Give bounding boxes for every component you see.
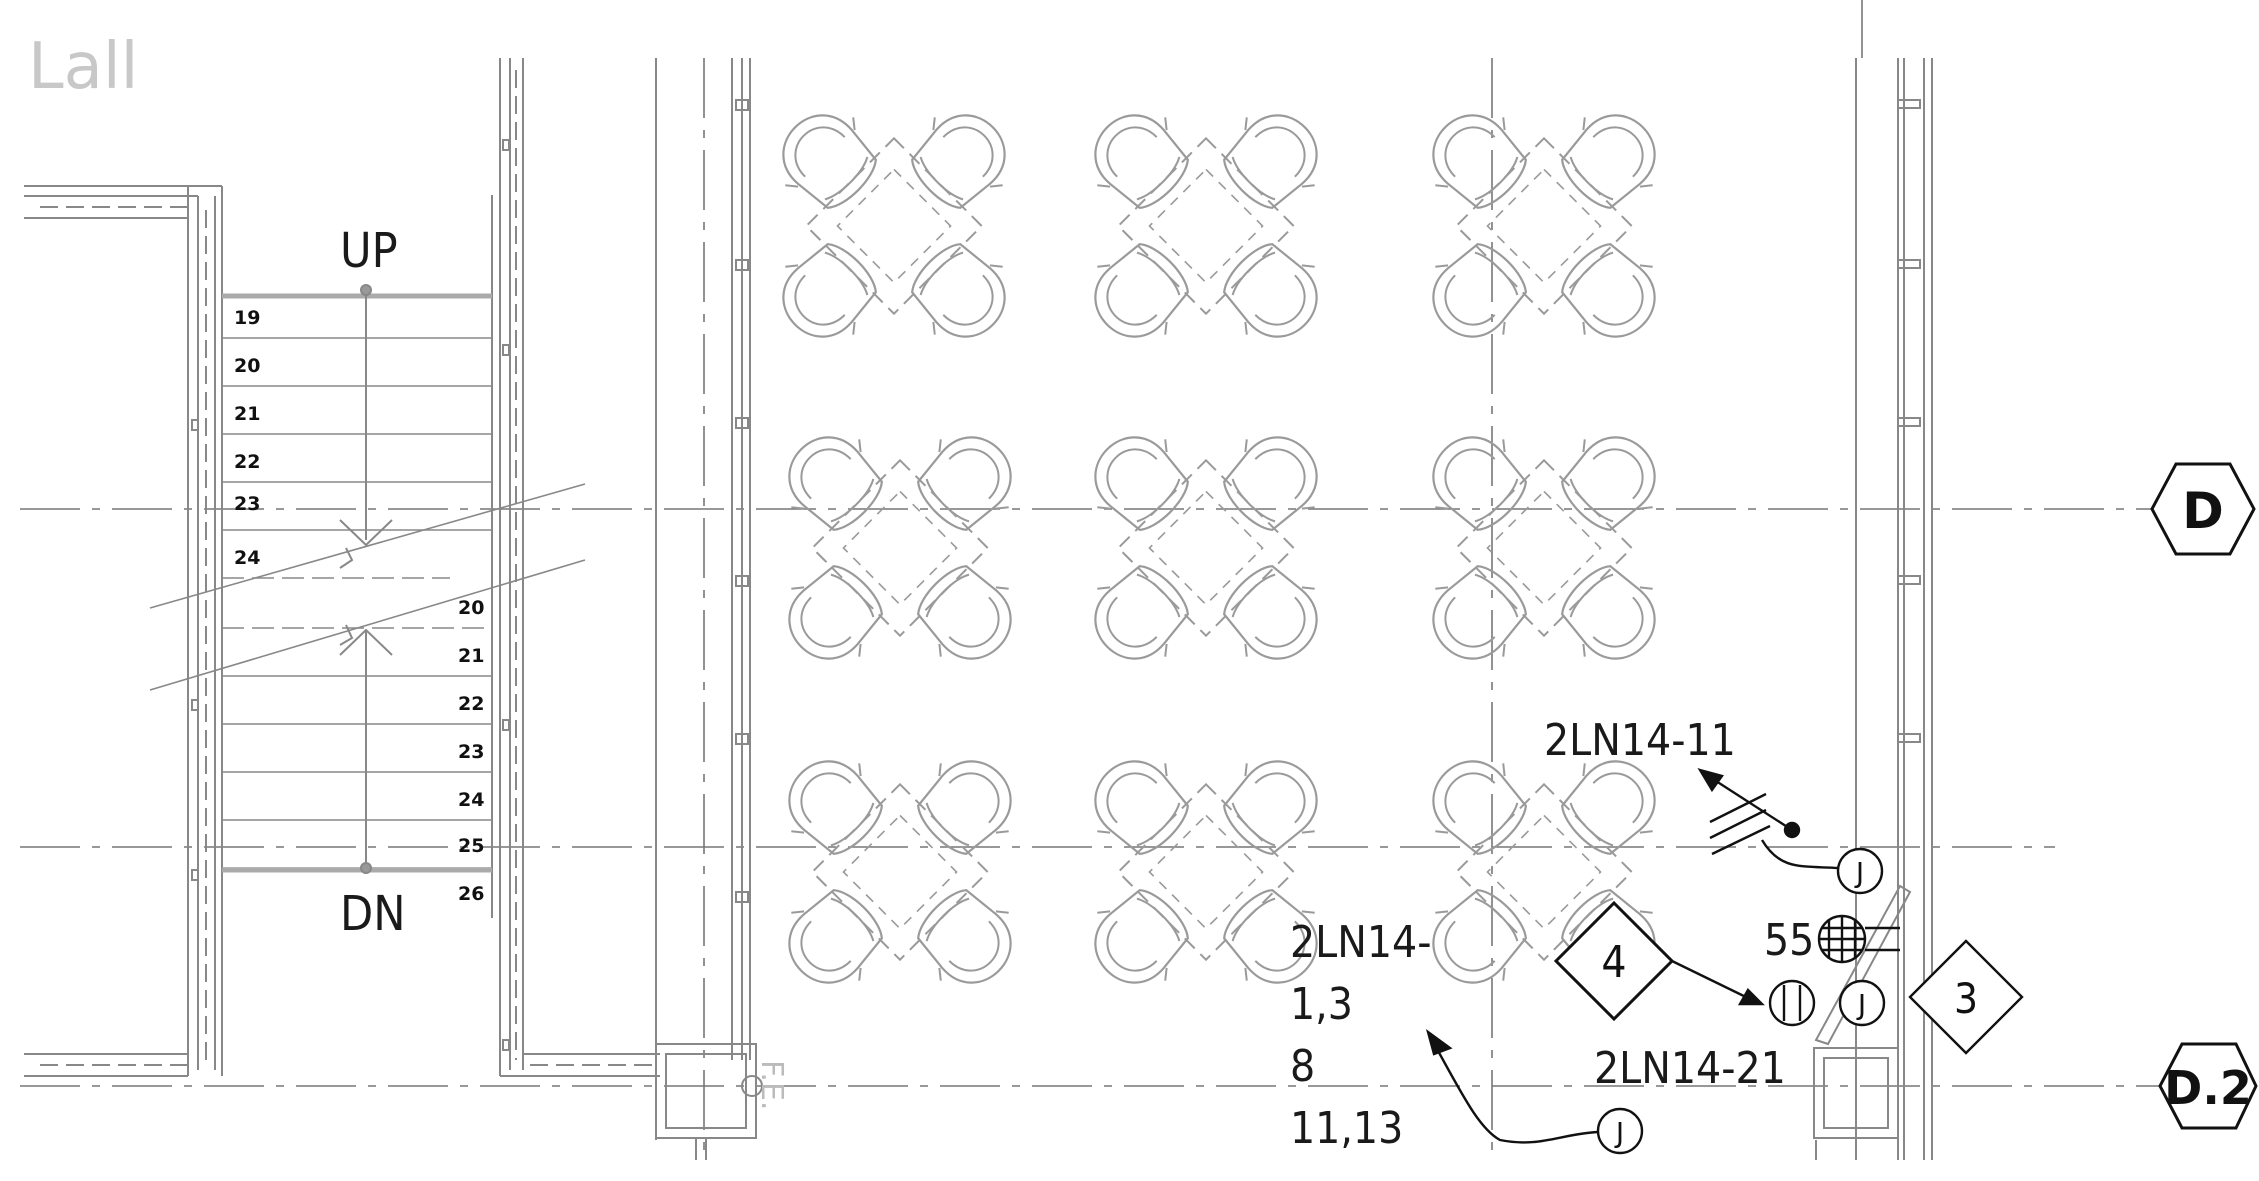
equipment-tag-4-label: 4 [1601,937,1626,988]
tread-number: 19 [234,307,260,329]
tread-number: 24 [234,547,260,569]
table-set [767,739,1032,1004]
tread-number: 21 [458,645,484,667]
junction-box-upper: J [1836,847,1884,895]
stair-up-arrow [339,284,393,569]
circuit-label-upper: 2LN14-11 [1544,715,1736,766]
tread-number: 21 [234,403,260,425]
stair-up-label: UP [340,223,398,279]
stair-lower-numbers: 20 21 22 23 24 25 26 [458,597,484,905]
grid-bubble-d-label: D [2182,482,2224,540]
junction-box-right-label: J [1856,988,1866,1021]
fire-extinguisher-label: F.E. [754,1060,789,1110]
stair-walls [24,58,660,1077]
stair-down-arrow [339,624,393,874]
equipment-tag-4: 4 [1553,900,1675,1022]
grid-bubble-d2: D.2 [2158,1042,2258,1130]
floor-box-icon [1817,914,1900,964]
table-set [767,415,1032,680]
tread-number: 26 [458,883,484,905]
stair-treads [149,293,586,873]
grid-line-vertical [703,0,1863,1160]
table-set [1073,93,1338,358]
furniture-layout [761,93,1676,1004]
receptacle-icon [1768,979,1816,1027]
circuit-label-multi-line2: 1,3 [1290,979,1353,1030]
home-run-arrow-lower [1425,1029,1599,1144]
stair-upper-numbers: 19 20 21 22 23 24 [234,307,260,569]
tread-number: 22 [458,693,484,715]
junction-box-upper-label: J [1854,856,1864,889]
corridor-wall-left [655,58,763,1160]
stair-down-label: DN [340,886,406,942]
circuit-label-multi-line4: 11,13 [1290,1103,1403,1154]
tread-number: 20 [234,355,260,377]
tread-number: 23 [234,493,260,515]
circuit-label-lower-right: 2LN14-21 [1594,1043,1786,1094]
room-label: Lall [28,30,138,104]
circuit-label-multi-line1: 2LN14- [1290,917,1431,968]
junction-box-lower-label: J [1614,1116,1624,1149]
equipment-tag-3: 3 [1908,939,2024,1055]
tag-4-leader [1671,959,1765,1006]
tread-number: 24 [458,789,484,811]
tread-number: 22 [234,451,260,473]
table-set [761,93,1026,358]
junction-box-lower: J [1596,1107,1644,1155]
tread-number: 25 [458,835,484,857]
junction-box-right: J [1838,979,1886,1027]
table-set [1411,93,1676,358]
equipment-tag-3-label: 3 [1954,974,1978,1023]
table-set [1073,415,1338,680]
grid-bubble-d: D [2150,462,2256,556]
device-55-label: 55 [1764,915,1814,966]
tread-number: 20 [458,597,484,619]
table-set [1411,415,1676,680]
tread-number: 23 [458,741,484,763]
home-run-arrow-upper [1697,768,1839,870]
circuit-label-multi-line3: 8 [1290,1041,1315,1092]
grid-bubble-d2-label: D.2 [2164,1061,2252,1115]
